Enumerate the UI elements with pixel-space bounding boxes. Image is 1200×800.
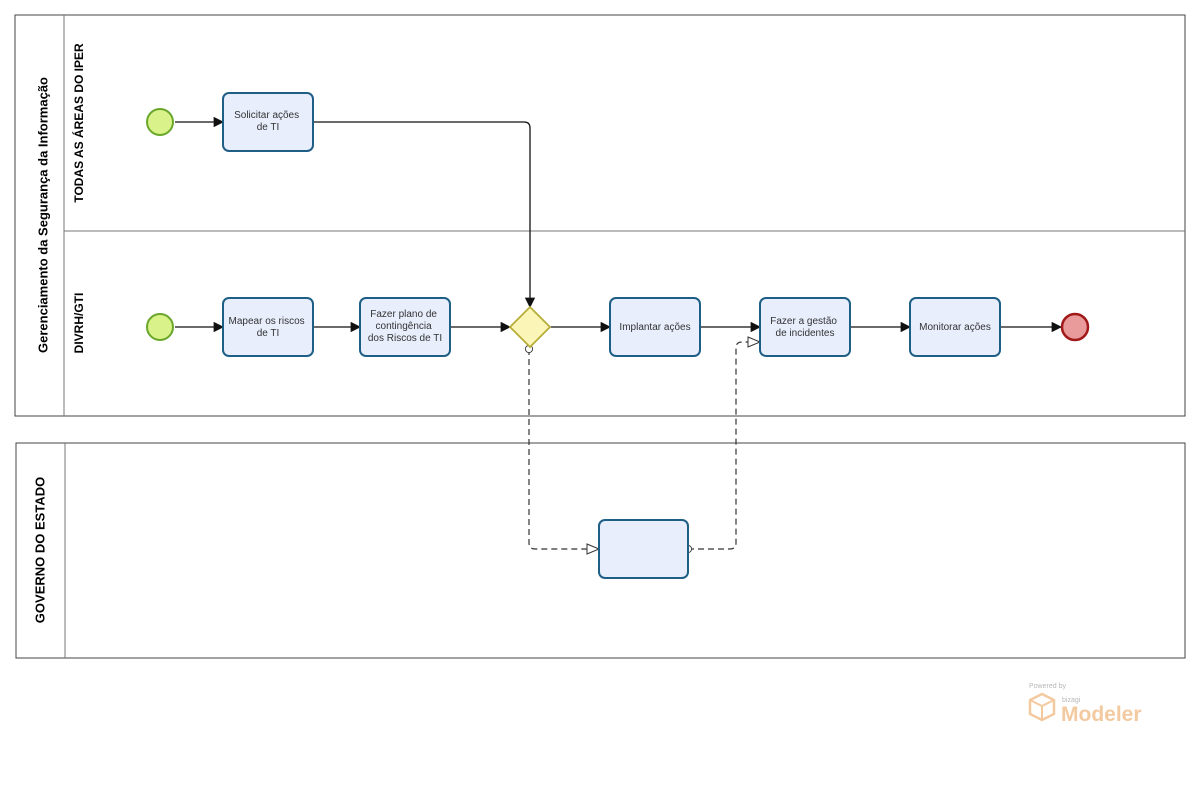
pool-frame xyxy=(14,14,1186,417)
task-label-line: contingência xyxy=(376,321,433,332)
task-label-line: dos Riscos de TI xyxy=(368,333,442,344)
pool-title: GOVERNO DO ESTADO xyxy=(32,477,47,623)
task-box[interactable] xyxy=(222,297,314,357)
task-label: Solicitar ações de TI xyxy=(234,110,302,133)
task-box[interactable] xyxy=(598,519,689,579)
task-label-line: Monitorar ações xyxy=(919,322,991,333)
pool-gerenciamento-seguranca: Gerenciamento da Segurança da Informação… xyxy=(14,14,1186,417)
task-label: Implantar ações xyxy=(619,322,690,333)
task-governo-estado[interactable] xyxy=(598,519,689,579)
task-box[interactable] xyxy=(222,92,314,152)
task-box[interactable] xyxy=(759,297,851,357)
task-label: Fazer a gestão de incidentes xyxy=(770,316,840,339)
task-label-line: Fazer plano de xyxy=(370,309,437,320)
task-label-line: Mapear os riscos xyxy=(229,316,305,327)
task-fazer-plano-contingencia[interactable]: Fazer plano de contingência dos Riscos d… xyxy=(359,297,451,357)
watermark-product: Modeler xyxy=(1061,703,1142,726)
task-label-line: de TI xyxy=(257,328,280,339)
message-flows xyxy=(529,342,760,549)
task-solicitar-acoes[interactable]: Solicitar ações de TI xyxy=(222,92,314,152)
start-event-icon[interactable] xyxy=(146,313,174,341)
task-label-line: Fazer a gestão xyxy=(770,316,837,327)
bizagi-watermark: Powered by bizagi Modeler xyxy=(1028,683,1142,726)
watermark-powered-by: Powered by xyxy=(1029,683,1066,690)
task-label-line: Solicitar ações xyxy=(234,110,299,121)
task-box[interactable] xyxy=(359,297,451,357)
task-label-line: de incidentes xyxy=(776,328,835,339)
exclusive-gateway-icon[interactable] xyxy=(508,305,552,349)
start-event-icon[interactable] xyxy=(146,108,174,136)
lane-title-divrh: DIVRH/GTI xyxy=(72,293,86,354)
task-mapear-riscos[interactable]: Mapear os riscos de TI xyxy=(222,297,314,357)
watermark-brand: bizagi xyxy=(1062,697,1081,704)
flow-solicitar-gateway[interactable] xyxy=(313,121,536,309)
task-label: Mapear os riscos de TI xyxy=(229,316,308,339)
task-label: Fazer plano de contingência dos Riscos d… xyxy=(368,309,442,344)
end-event-icon[interactable] xyxy=(1060,312,1090,342)
task-box[interactable] xyxy=(609,297,701,357)
cube-logo-icon xyxy=(1028,692,1056,722)
lane-title-todas-areas: TODAS AS ÁREAS DO IPER xyxy=(71,43,86,203)
task-box[interactable] xyxy=(909,297,1001,357)
sequence-flows xyxy=(175,116,1063,333)
task-implantar-acoes[interactable]: Implantar ações xyxy=(609,297,701,357)
message-flow-gateway-governo[interactable] xyxy=(529,349,599,549)
message-flow-governo-gestao[interactable] xyxy=(688,342,760,549)
task-gestao-incidentes[interactable]: Fazer a gestão de incidentes xyxy=(759,297,851,357)
task-label: Monitorar ações xyxy=(919,322,991,333)
task-monitorar-acoes[interactable]: Monitorar ações xyxy=(909,297,1001,357)
task-label-line: Implantar ações xyxy=(619,322,690,333)
pool-title: Gerenciamento da Segurança da Informação xyxy=(35,77,50,353)
task-label-line: de TI xyxy=(257,122,280,133)
